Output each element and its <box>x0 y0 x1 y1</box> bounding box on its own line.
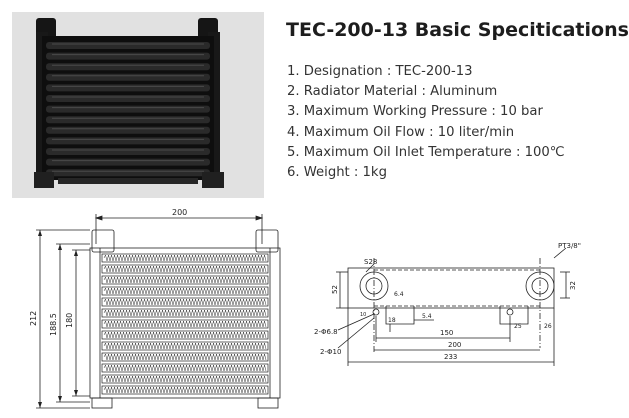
photo-fin <box>46 42 210 49</box>
front-fin-zigzag <box>103 364 267 372</box>
front-fin-row <box>101 363 269 373</box>
front-fin-row <box>101 253 269 263</box>
front-fin-row <box>101 275 269 285</box>
front-height-total-dim: 212 <box>29 311 38 326</box>
photo-fin <box>46 105 210 113</box>
photo-fin <box>46 169 210 177</box>
photo-fin <box>46 63 210 71</box>
front-fin-row <box>101 330 269 340</box>
front-fin-zigzag <box>103 265 267 273</box>
front-fin-zigzag <box>103 353 267 361</box>
front-fin-zigzag <box>103 386 267 394</box>
front-view-drawing: 200 212 188.5 180 <box>22 204 290 418</box>
dim-200: 200 <box>448 341 461 349</box>
photo-fin <box>46 148 210 155</box>
spec-list: 1. Designation : TEC-200-13 2. Radiator … <box>287 62 565 183</box>
front-fin-zigzag <box>103 375 267 383</box>
spec-item: 4. Maximum Oil Flow : 10 liter/min <box>287 124 515 140</box>
dim-6-4: 6.4 <box>394 291 404 298</box>
front-fin-row <box>101 385 269 395</box>
spec-title: TEC-200-13 Basic Specitications <box>286 19 629 41</box>
top-view-svg: S28 PT3/8" 52 32 6.4 18 5.4 150 200 233 … <box>314 242 581 366</box>
front-fin-row <box>101 352 269 362</box>
front-fin-row <box>101 374 269 384</box>
dim-25: 25 <box>514 323 522 330</box>
dim-32: 32 <box>569 281 577 290</box>
spec-item: 1. Designation : TEC-200-13 <box>287 64 473 79</box>
product-photo <box>12 12 264 198</box>
front-fin-row <box>101 264 269 274</box>
photo-fin <box>46 137 210 145</box>
front-fin-zigzag <box>103 287 267 295</box>
dim-52: 52 <box>331 285 339 294</box>
front-height-core-dim: 180 <box>65 313 74 328</box>
dim-150: 150 <box>440 329 453 337</box>
photo-fin <box>46 84 210 92</box>
dim-26: 26 <box>544 323 552 330</box>
front-fin-row <box>101 286 269 296</box>
spec-item: 2. Radiator Material : Aluminum <box>287 84 498 100</box>
dim-233: 233 <box>444 353 457 361</box>
front-fin-row <box>101 297 269 307</box>
front-fin-row <box>101 319 269 329</box>
front-view-svg: 200 212 188.5 180 <box>29 208 281 409</box>
front-fin-zigzag <box>103 276 267 284</box>
front-fin-zigzag <box>103 254 267 262</box>
radiator-photo-illustration <box>34 18 224 188</box>
front-fin-zigzag <box>103 320 267 328</box>
front-fin-zigzag <box>103 309 267 317</box>
photo-fin <box>46 126 210 134</box>
front-height-mid-dim: 188.5 <box>49 313 58 336</box>
hole-10-label: 2-Φ10 <box>320 348 341 356</box>
dim-10: 10 <box>360 312 366 318</box>
front-fin-zigzag <box>103 298 267 306</box>
dim-5-4: 5.4 <box>422 313 432 320</box>
spec-item: 6. Weight : 1kg <box>287 165 387 181</box>
port-left-label: S28 <box>364 258 377 266</box>
port-right-label: PT3/8" <box>558 242 581 250</box>
photo-fin <box>46 158 210 166</box>
front-fin-zigzag <box>103 342 267 350</box>
spec-item: 3. Maximum Working Pressure : 10 bar <box>287 104 543 120</box>
spec-item: 5. Maximum Oil Inlet Temperature : 100℃ <box>287 144 565 160</box>
top-view-drawing: S28 PT3/8" 52 32 6.4 18 5.4 150 200 233 … <box>304 236 604 380</box>
photo-fin <box>46 95 210 102</box>
photo-fin <box>46 73 210 81</box>
front-fin-row <box>101 308 269 318</box>
hole-6-8-label: 2-Φ6.8 <box>314 328 338 336</box>
front-fin-row <box>101 341 269 351</box>
front-fin-zigzag <box>103 331 267 339</box>
front-width-dim: 200 <box>172 208 187 217</box>
dim-18: 18 <box>388 317 396 324</box>
photo-fin <box>46 116 210 124</box>
photo-fin <box>46 52 210 60</box>
